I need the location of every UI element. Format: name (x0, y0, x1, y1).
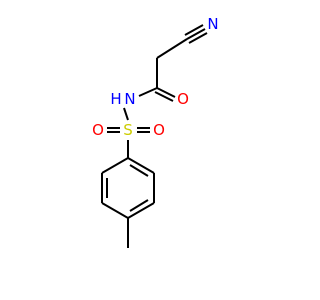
benzene-ring (101, 157, 155, 219)
atom-nitrile-n: N (207, 15, 218, 33)
bond-amide-n-to-sulfur (123, 107, 129, 121)
sulfonyl-left-double-bond (107, 127, 120, 133)
nitrile-triple-bond (184, 24, 208, 44)
atom-sulfonyl-o-left: O (92, 121, 104, 139)
atom-sulfur: S (123, 121, 133, 139)
bond-carbonyl-to-amide-n (138, 87, 158, 97)
molecule-structure-diagram: N O H N S O O (92, 15, 219, 248)
atom-amide-h: H (110, 90, 121, 108)
carbonyl-double-bond (154, 87, 176, 102)
atom-amide-n: N (124, 90, 135, 108)
atom-sulfonyl-o-right: O (153, 121, 165, 139)
atom-carbonyl-o: O (177, 90, 189, 108)
bond-ch2-to-nitrile-carbon (156, 38, 188, 59)
sulfonyl-right-double-bond (137, 127, 150, 133)
